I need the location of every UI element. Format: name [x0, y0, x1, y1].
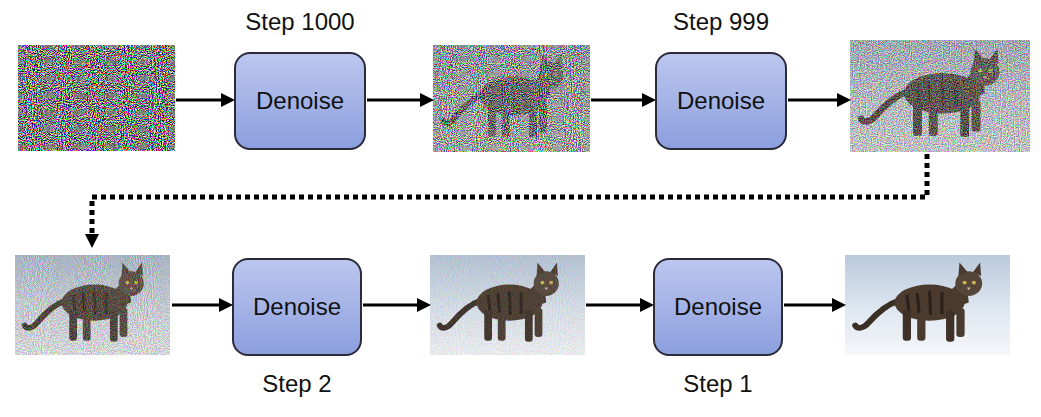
process-box: DenoiseStep 1 [653, 258, 783, 356]
box-label: Denoise [253, 293, 341, 321]
cat-image [430, 255, 585, 355]
noise-layer [18, 45, 175, 151]
noisy-cat-image [850, 40, 1030, 152]
svg-part [92, 100, 927, 305]
arrow [176, 99, 231, 102]
noisy-cat-image [433, 45, 590, 152]
process-box: DenoiseStep 2 [232, 258, 362, 356]
arrow [172, 304, 229, 307]
arrow [591, 99, 652, 102]
arrow [788, 99, 847, 102]
arrow [586, 304, 650, 307]
dotted-arrow [92, 154, 927, 244]
noisy-cat-image [15, 255, 170, 355]
cat-scene [18, 45, 175, 151]
cat-scene [433, 45, 590, 152]
cat-scene [850, 40, 1030, 152]
box-label: Denoise [256, 87, 344, 115]
box-label: Denoise [674, 293, 762, 321]
noise-image [18, 45, 175, 151]
noise-layer [433, 45, 590, 152]
step-label: Step 1 [683, 370, 752, 398]
noise-layer [430, 255, 585, 355]
process-box: Step 999Denoise [655, 52, 787, 150]
cat-image [845, 255, 1010, 355]
noise-layer [850, 40, 1030, 152]
cat-scene [845, 255, 1010, 355]
arrow [784, 304, 842, 307]
cat-scene [15, 255, 170, 355]
arrow [363, 304, 427, 307]
arrow [367, 99, 430, 102]
cat-scene [430, 255, 585, 355]
process-box: Step 1000Denoise [234, 52, 366, 150]
box-label: Denoise [677, 87, 765, 115]
step-label: Step 2 [262, 370, 331, 398]
step-label: Step 1000 [245, 8, 354, 36]
noise-layer [15, 255, 170, 355]
step-label: Step 999 [673, 8, 769, 36]
